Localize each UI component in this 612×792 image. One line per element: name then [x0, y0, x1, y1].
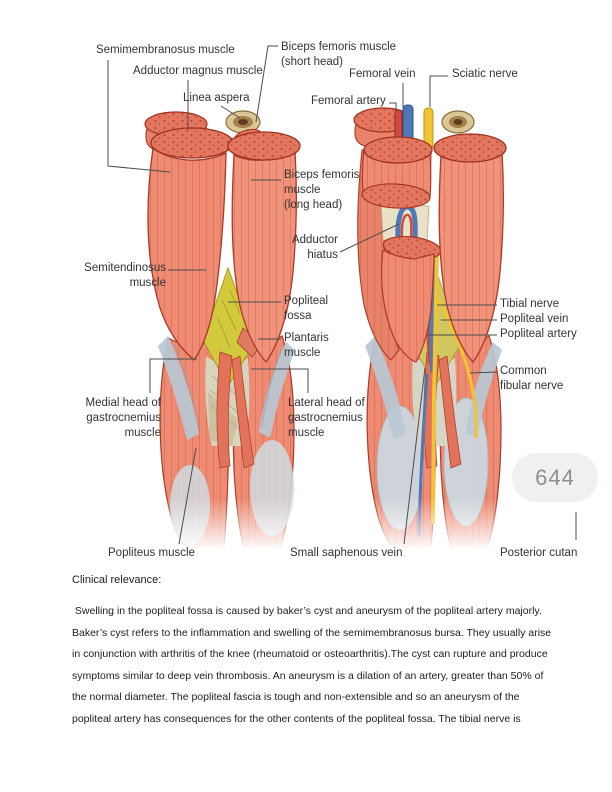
figure-label-biceps-femoris-short-head: Biceps femoris muscle (short head) — [281, 41, 397, 68]
clinical-text-line: the normal diameter. The popliteal fasci… — [72, 691, 520, 703]
popliteal-fossa-diagram — [107, 45, 577, 550]
clinical-body-text: Swelling in the popliteal fossa is cause… — [72, 601, 551, 730]
figure-label-medial-head-gastrocnemius: Medial head of gastrocnemius muscle — [85, 397, 161, 439]
figure-label-linea-aspera: Linea aspera — [183, 92, 250, 104]
clinical-text-line: Swelling in the popliteal fossa is cause… — [72, 605, 542, 617]
figure-label-popliteal-fossa: Popliteal fossa — [284, 295, 329, 322]
left-leg-figure — [144, 110, 301, 549]
figure-label-popliteus-muscle: Popliteus muscle — [108, 547, 195, 559]
figure-label-sciatic-nerve: Sciatic nerve — [452, 68, 518, 80]
figure-label-common-fibular-nerve: Common fibular nerve — [500, 365, 564, 392]
clinical-text-line: Baker’s cyst refers to the inflammation … — [72, 626, 552, 639]
figure-label-tibial-nerve: Tibial nerve — [500, 298, 560, 310]
figure-label-femoral-vein: Femoral vein — [349, 68, 416, 80]
clinical-text-line: symptoms similar to deep vein thrombosis… — [72, 669, 544, 682]
clinical-heading: Clinical relevance: — [72, 574, 162, 586]
figure-label-semimembranosus-muscle: Semimembranosus muscle — [96, 44, 235, 56]
clinical-text-line: in conjunction with arthritis of the kne… — [72, 648, 548, 660]
right-leg-figure — [353, 104, 507, 549]
figure-label-adductor-magnus-muscle: Adductor magnus muscle — [133, 65, 263, 77]
figure-label-biceps-femoris-long-head: Biceps femoris muscle (long head) — [284, 169, 360, 211]
page-number-badge: 644 — [512, 453, 598, 502]
figure-label-plantaris-muscle: Plantaris muscle — [284, 332, 329, 359]
figure-label-popliteal-artery: Popliteal artery — [500, 328, 577, 340]
figure-label-posterior-cutaneous: Posterior cutan — [500, 547, 578, 559]
figure-label-small-saphenous-vein: Small saphenous vein — [290, 547, 403, 559]
figure-label-popliteal-vein: Popliteal vein — [500, 313, 569, 325]
clinical-text-line: popliteal artery has consequences for th… — [72, 712, 521, 725]
figure-label-adductor-hiatus: Adductor hiatus — [291, 234, 338, 261]
figure-label-semitendinosus-muscle: Semitendinosus muscle — [84, 262, 166, 289]
anatomy-illustration: Semimembranosus muscle Adductor magnus m… — [84, 41, 598, 559]
figure-label-lateral-head-gastrocnemius: Lateral head of gastrocnemius muscle — [288, 397, 365, 439]
figure-label-femoral-artery: Femoral artery — [311, 95, 386, 107]
label-leader-lines — [107, 45, 577, 545]
